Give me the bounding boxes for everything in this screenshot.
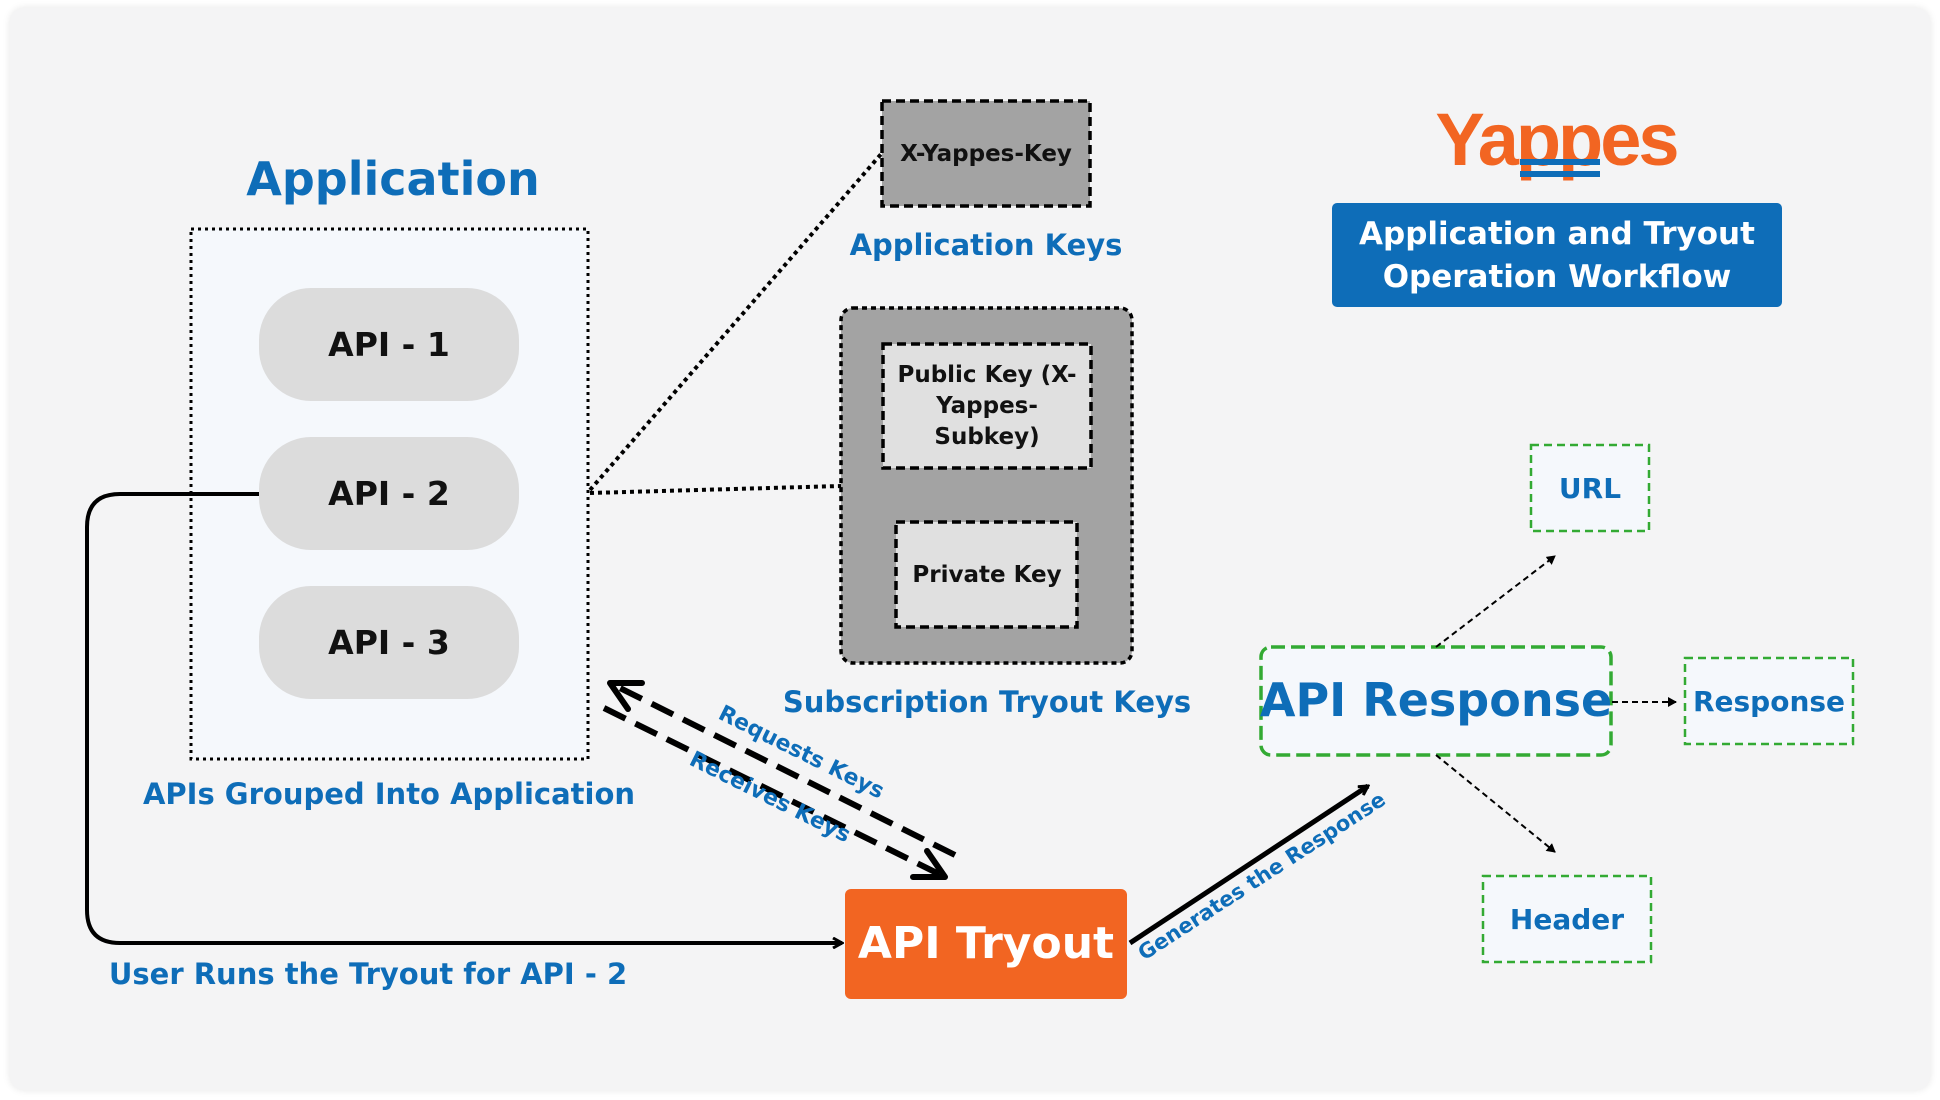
api-pill-1-label: API - 1 <box>328 325 450 364</box>
api-pill-1-shape <box>259 288 519 401</box>
api-pill-3-label: API - 3 <box>328 623 450 662</box>
api-response-label: API Response <box>1260 673 1612 727</box>
workflow-title-background <box>1332 203 1782 307</box>
yappes-logo: Yappes <box>1435 98 1680 181</box>
url-output-box <box>1529 443 1651 533</box>
workflow-title-box: Application and Tryout Operation Workflo… <box>1332 203 1782 307</box>
public-key-line3: Subkey) <box>934 424 1039 450</box>
workflow-title-line1: Application and Tryout <box>1359 216 1755 252</box>
api-pill-2-shape <box>259 437 519 550</box>
response-output-label: Response <box>1693 685 1845 718</box>
api-response-box: API Response <box>1259 645 1613 757</box>
response-output-box <box>1683 656 1855 746</box>
api-tryout-button[interactable]: API Tryout <box>845 889 1127 999</box>
api-pill-2[interactable]: API - 2 <box>259 437 519 550</box>
receives-keys-arrowhead <box>910 848 948 880</box>
url-output-label: URL <box>1559 472 1621 505</box>
application-title: Application <box>246 152 539 206</box>
requests-keys-arrow <box>608 680 957 858</box>
connector-application-keys <box>588 151 884 492</box>
api-pill-2-label: API - 2 <box>328 474 450 513</box>
public-key-box <box>881 342 1093 470</box>
api-tryout-label: API Tryout <box>858 918 1114 969</box>
requests-keys-arrowhead <box>607 680 645 712</box>
header-output-label: Header <box>1510 903 1624 936</box>
header-output-box <box>1481 874 1653 964</box>
private-key-box <box>894 520 1079 629</box>
api-tryout-shape <box>845 889 1127 999</box>
receives-keys-arrow <box>602 705 947 880</box>
api-pill-1[interactable]: API - 1 <box>259 288 519 401</box>
application-caption: APIs Grouped Into Application <box>143 777 635 811</box>
api2-to-tryout-arrow <box>85 492 842 943</box>
connector-subscription-keys <box>589 484 842 495</box>
user-runs-label: User Runs the Tryout for API - 2 <box>109 957 627 991</box>
api-pill-3-shape <box>259 586 519 699</box>
public-key-line2: Yappes- <box>935 393 1038 419</box>
private-key-label: Private Key <box>912 562 1061 588</box>
x-yappes-key-box <box>880 99 1092 208</box>
public-key-line1: Public Key (X- <box>897 362 1076 388</box>
logo-text: Yappes <box>1435 98 1677 181</box>
subscription-keys-caption: Subscription Tryout Keys <box>783 685 1191 719</box>
api-pill-3[interactable]: API - 3 <box>259 586 519 699</box>
application-keys-caption: Application Keys <box>850 228 1123 262</box>
response-to-header-arrow <box>1435 754 1556 853</box>
response-to-url-arrow <box>1435 555 1556 648</box>
generates-response-label: Generates the Response <box>1134 787 1390 965</box>
tryout-to-response-arrow <box>1128 783 1368 946</box>
workflow-title-line2: Operation Workflow <box>1383 259 1732 295</box>
x-yappes-key-label: X-Yappes-Key <box>900 141 1072 167</box>
